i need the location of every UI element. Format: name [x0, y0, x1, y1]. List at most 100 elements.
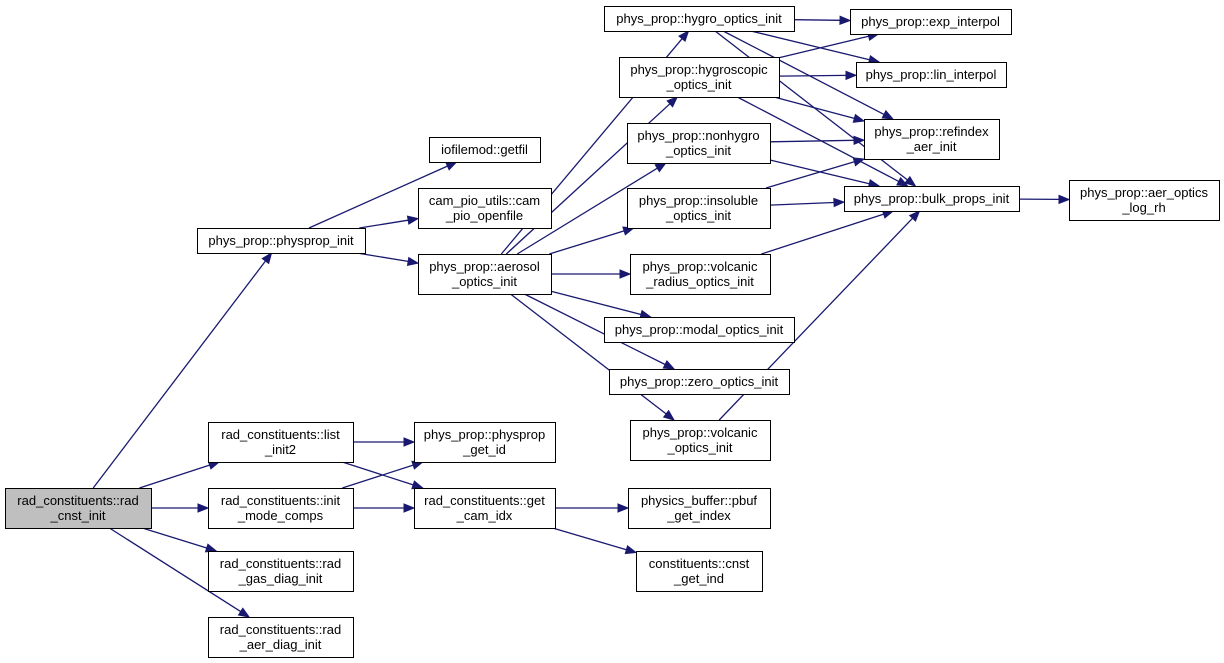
edge-line: [550, 290, 642, 316]
node-box: [414, 422, 556, 463]
node-label: constituents::cnst: [649, 556, 750, 571]
node-box: [628, 488, 771, 529]
node-box: [418, 254, 552, 295]
node-label: phys_prop::refindex: [874, 124, 989, 139]
node-label: rad_constituents::init: [221, 493, 341, 508]
edge-aerosol_optics_init-to-insoluble_optics_init: [549, 226, 635, 255]
edge-line: [769, 139, 855, 143]
edge-rad_cnst_init-to-init_mode_comps: [151, 503, 210, 513]
node-box: [5, 488, 152, 529]
node-label: rad_constituents::get: [424, 493, 545, 508]
node-box: [604, 317, 795, 343]
arrowhead-icon: [237, 607, 251, 618]
node-box: [850, 9, 1012, 35]
node-label: _cam_idx: [456, 508, 513, 523]
edge-get_cam_idx-to-cnst_get_ind: [552, 527, 638, 555]
node-label: _optics_init: [665, 208, 731, 223]
node-aerosol_optics_init[interactable]: phys_prop::aerosol_optics_init: [418, 254, 552, 295]
node-volcanic_optics_init[interactable]: phys_prop::volcanic_optics_init: [630, 420, 771, 461]
node-label: phys_prop::modal_optics_init: [615, 322, 784, 337]
node-insoluble_optics_init[interactable]: phys_prop::insoluble_optics_init: [627, 188, 771, 229]
node-box: [619, 57, 780, 98]
node-volcanic_radius_optics_init[interactable]: phys_prop::volcanic_radius_optics_init: [630, 254, 771, 295]
arrowhead-icon: [678, 29, 690, 43]
node-bulk_props_init[interactable]: phys_prop::bulk_props_init: [844, 186, 1020, 212]
edge-hygro_optics_init-to-exp_interpol: [793, 15, 852, 26]
node-label: _log_rh: [1121, 200, 1165, 215]
edge-line: [524, 293, 666, 366]
node-label: rad_constituents::rad: [220, 622, 341, 637]
node-hygro_optics_init[interactable]: phys_prop::hygro_optics_init: [604, 6, 795, 32]
edge-line: [722, 30, 885, 115]
node-lin_interpol[interactable]: phys_prop::lin_interpol: [856, 62, 1007, 88]
edge-get_cam_idx-to-pbuf_get_index: [555, 503, 630, 513]
node-modal_optics_init[interactable]: phys_prop::modal_optics_init: [604, 317, 795, 343]
node-label: cam_pio_utils::cam: [429, 193, 540, 208]
node-physprop_init[interactable]: phys_prop::physprop_init: [197, 228, 366, 254]
node-box: [864, 119, 1000, 160]
arrowhead-icon: [406, 215, 420, 225]
arrowhead-icon: [833, 197, 846, 208]
arrowhead-icon: [403, 437, 416, 447]
node-box: [630, 254, 771, 295]
node-box: [208, 617, 354, 658]
node-label: iofilemod::getfil: [441, 142, 528, 157]
node-label: phys_prop::insoluble: [639, 193, 758, 208]
edge-line: [778, 74, 847, 77]
node-getfil[interactable]: iofilemod::getfil: [429, 137, 541, 163]
node-exp_interpol[interactable]: phys_prop::exp_interpol: [850, 9, 1012, 35]
edge-rad_cnst_init-to-rad_gas_diag_init: [142, 527, 218, 553]
node-label: phys_prop::lin_interpol: [866, 67, 997, 82]
edge-line: [761, 213, 884, 255]
node-box: [627, 188, 771, 229]
node-list_init2[interactable]: rad_constituents::list_init2: [208, 422, 354, 463]
arrowhead-icon: [896, 176, 909, 187]
node-init_mode_comps[interactable]: rad_constituents::init_mode_comps: [208, 488, 354, 529]
edge-init_mode_comps-to-physprop_get_id: [342, 460, 424, 489]
node-cnst_get_ind[interactable]: constituents::cnst_get_ind: [636, 551, 763, 592]
node-rad_cnst_init[interactable]: rad_constituents::rad_cnst_init: [5, 488, 152, 529]
node-aer_optics_log_rh[interactable]: phys_prop::aer_optics_log_rh: [1069, 180, 1220, 221]
node-physprop_get_id[interactable]: phys_prop::physprop_get_id: [414, 422, 556, 463]
node-label: phys_prop::hygro_optics_init: [616, 11, 782, 26]
node-pbuf_get_index[interactable]: physics_buffer::pbuf_get_index: [628, 488, 771, 529]
node-refindex_aer_init[interactable]: phys_prop::refindex_aer_init: [864, 119, 1000, 160]
edge-hygroscopic_optics_init-to-lin_interpol: [778, 70, 858, 81]
arrowhead-icon: [445, 161, 458, 171]
node-zero_optics_init[interactable]: phys_prop::zero_optics_init: [609, 369, 790, 395]
node-label: phys_prop::physprop: [424, 427, 545, 442]
node-box: [208, 422, 354, 463]
edge-physprop_init-to-cam_pio_openfile: [359, 215, 420, 229]
node-box: [609, 369, 790, 395]
node-label: _aer_diag_init: [239, 637, 322, 652]
node-nonhygro_optics_init[interactable]: phys_prop::nonhygro_optics_init: [627, 123, 771, 164]
arrowhead-icon: [853, 135, 866, 146]
node-get_cam_idx[interactable]: rad_constituents::get_cam_idx: [414, 488, 556, 529]
edge-bulk_props_init-to-aer_optics_log_rh: [1018, 194, 1071, 205]
arrowhead-icon: [406, 256, 420, 267]
node-hygroscopic_optics_init[interactable]: phys_prop::hygroscopic_optics_init: [619, 57, 780, 98]
arrowhead-icon: [852, 113, 866, 123]
node-rad_gas_diag_init[interactable]: rad_constituents::rad_gas_diag_init: [208, 551, 354, 592]
node-label: phys_prop::exp_interpol: [861, 14, 1000, 29]
node-label: _pio_openfile: [445, 208, 523, 223]
node-box: [627, 123, 771, 164]
node-box: [429, 137, 541, 163]
node-label: phys_prop::volcanic: [643, 425, 758, 440]
edge-nonhygro_optics_init-to-bulk_props_init: [769, 159, 881, 189]
edge-nonhygro_optics_init-to-refindex_aer_init: [769, 135, 866, 146]
node-box: [418, 188, 552, 229]
arrowhead-icon: [403, 503, 416, 513]
node-label: _optics_init: [666, 440, 732, 455]
arrowhead-icon: [411, 480, 424, 490]
node-label: _gas_diag_init: [238, 571, 323, 586]
node-label: _aer_init: [906, 139, 957, 154]
edge-aerosol_optics_init-to-zero_optics_init: [524, 293, 676, 370]
arrowhead-icon: [1058, 194, 1071, 205]
node-cam_pio_openfile[interactable]: cam_pio_utils::cam_pio_openfile: [418, 188, 552, 229]
node-label: _get_id: [462, 442, 506, 457]
node-rad_aer_diag_init[interactable]: rad_constituents::rad_aer_diag_init: [208, 617, 354, 658]
node-label: phys_prop::nonhygro: [637, 128, 759, 143]
arrowhead-icon: [654, 162, 667, 173]
